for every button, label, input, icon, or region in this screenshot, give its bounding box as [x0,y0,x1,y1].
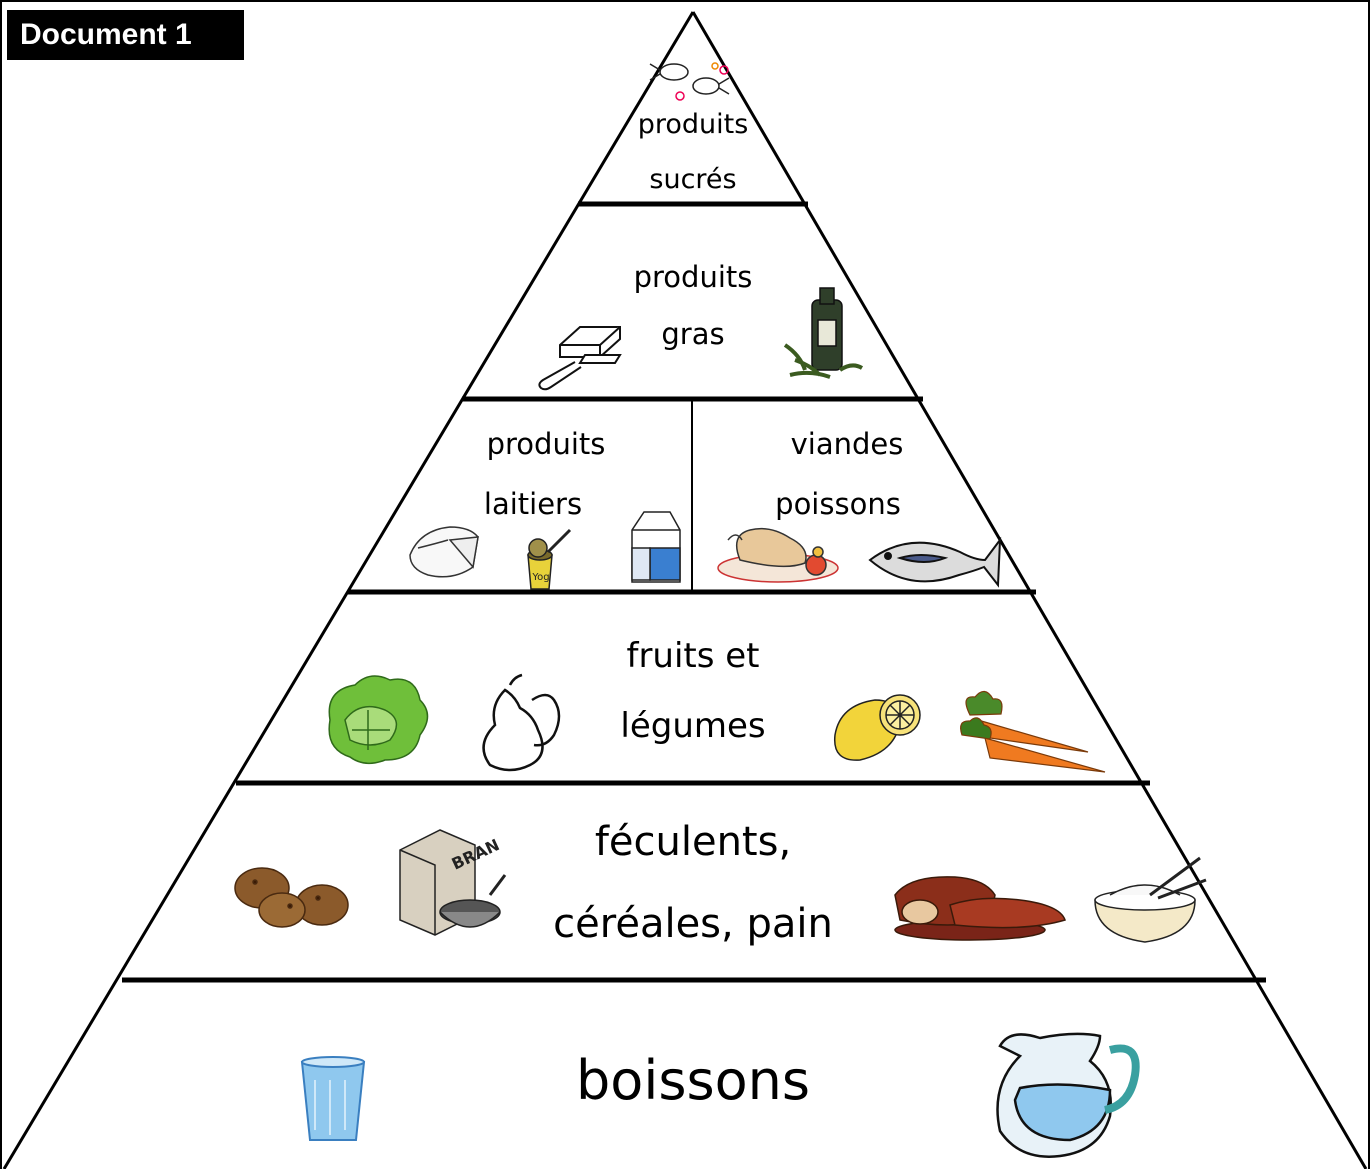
cheese-icon [410,527,478,577]
milk-carton-icon [632,512,680,582]
rice-bowl-icon [1095,858,1206,942]
potatoes-icon [235,868,348,927]
oil-bottle-icon [785,288,862,377]
bread-icon [895,877,1065,940]
fish-icon [870,540,1000,585]
sugar-label-line2: sucrés [649,164,736,195]
candy-icon [650,63,729,100]
dairy-label-line2: laitiers [484,487,582,521]
butter-icon [539,327,620,389]
sugar-label-line1: produits [638,109,749,140]
lettuce-icon [329,676,427,763]
starch-label-line2: céréales, pain [553,901,833,947]
roast-chicken-icon [718,529,838,582]
water-glass-icon [302,1057,364,1140]
meat-label-line1: viandes [791,427,904,461]
fat-label-line2: gras [661,317,724,351]
starch-label-line1: féculents, [595,819,791,865]
fat-label-line1: produits [634,260,753,294]
fruits-label-line1: fruits et [626,636,759,676]
lemon-icon [835,695,920,760]
water-pitcher-icon [998,1034,1136,1157]
dairy-label-line1: produits [487,427,606,461]
pear-icon [484,675,559,770]
drinks-label: boissons [576,1049,810,1112]
meat-label-line2: poissons [775,487,901,521]
fruits-label-line2: légumes [620,706,765,746]
carrots-icon [961,691,1105,772]
cereal-box-icon: BRAN [400,830,505,935]
yogurt-icon: Yog [528,530,570,589]
svg-text:Yog: Yog [531,572,549,583]
